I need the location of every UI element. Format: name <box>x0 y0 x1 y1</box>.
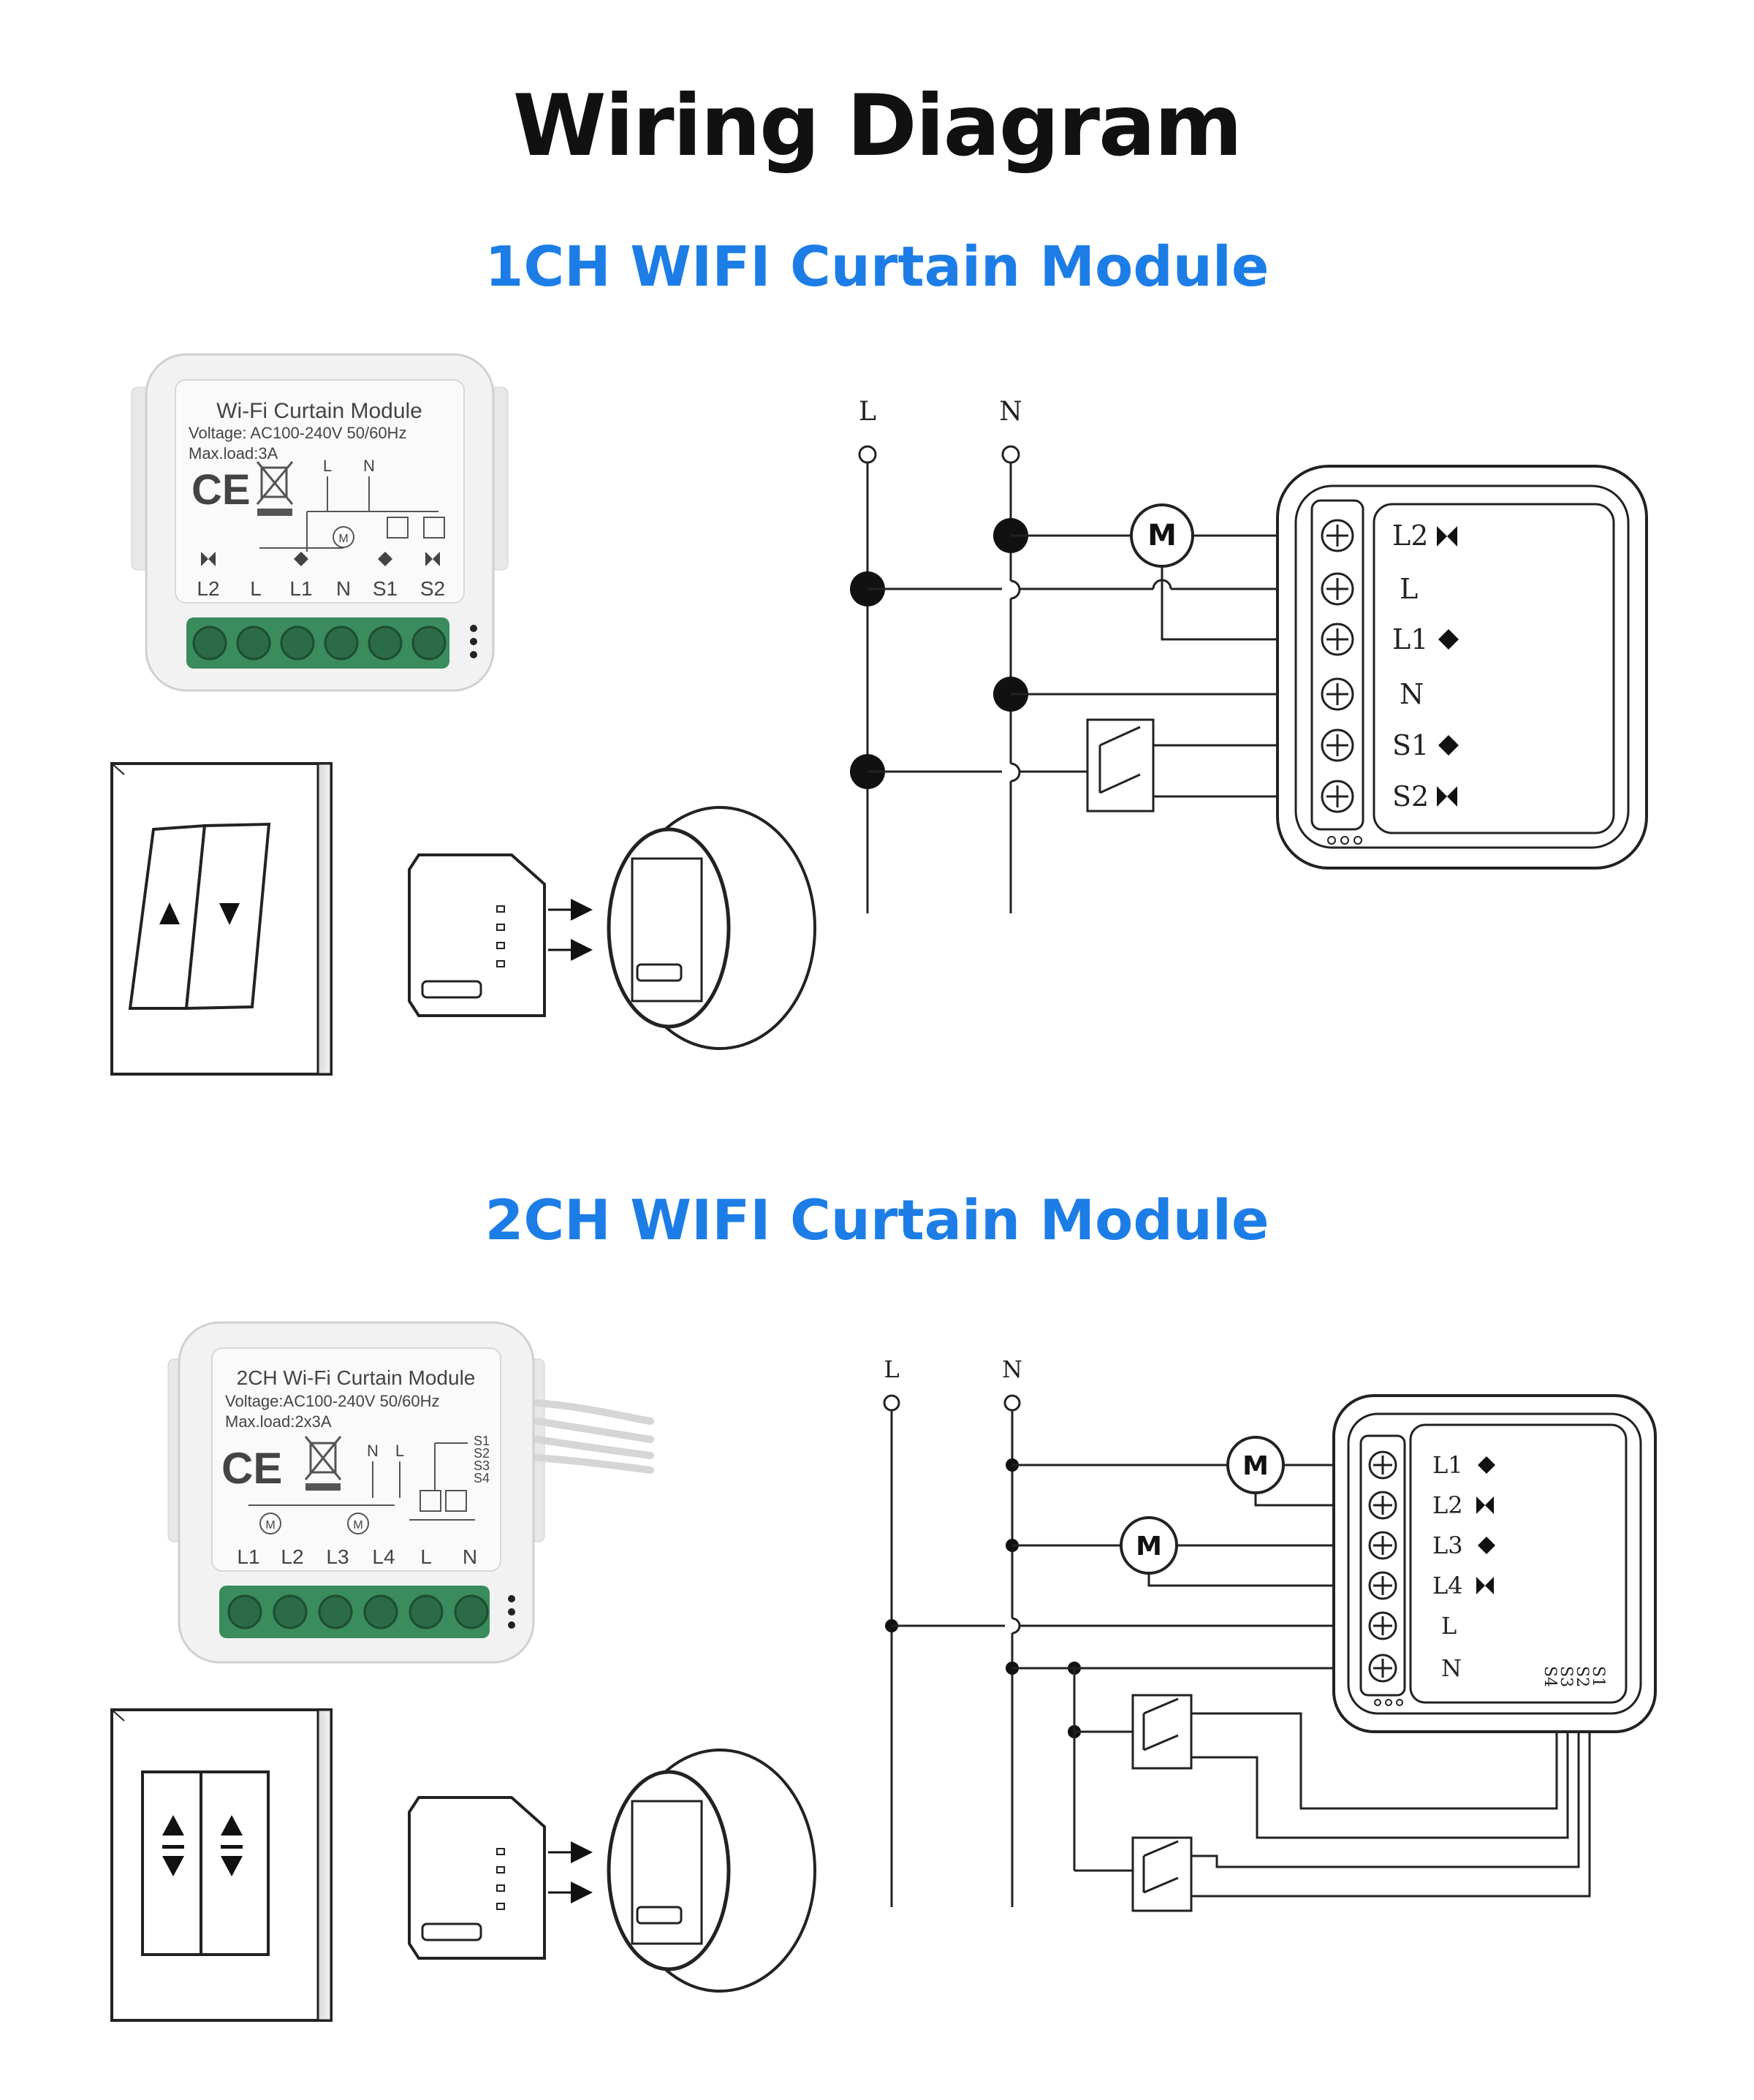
schematic2-line-label-n: N <box>1002 1355 1022 1383</box>
schematic2-terminal-l3: L3 <box>1432 1532 1463 1559</box>
up-down-arrow-icon <box>162 1815 243 1876</box>
module2-maxload: Max.load:2x3A <box>225 1412 332 1431</box>
wall-switch-2 <box>110 1708 333 2022</box>
module1-ce-mark: CE <box>191 466 251 514</box>
module1-terminal-direction-icons <box>201 552 440 566</box>
module2-terminal-label-l: L <box>420 1545 432 1568</box>
schematic-1: L N <box>850 397 1648 913</box>
module2-voltage: Voltage:AC100-240V 50/60Hz <box>225 1392 440 1410</box>
weee-bin-icon <box>304 1436 342 1491</box>
schematic1-line-label-n: N <box>999 397 1022 427</box>
module2-name: 2CH Wi-Fi Curtain Module <box>237 1366 476 1389</box>
module1-terminal-label-s1: S1 <box>373 577 398 600</box>
weee-bin-icon <box>256 461 294 516</box>
wall-switch-1 <box>110 762 333 1076</box>
schematic2-terminal-n: N <box>1441 1654 1462 1682</box>
down-arrow-icon <box>219 903 240 925</box>
module2-terminal-label-l2: L2 <box>281 1545 303 1568</box>
module1-terminal-screws <box>192 625 447 661</box>
schematic2-terminal-l: L <box>1441 1612 1457 1640</box>
section1-heading: 1CH WIFI Curtain Module <box>485 234 1269 299</box>
module2-side-label-s3: S3 <box>474 1458 490 1473</box>
module1-terminal-label-l: L <box>250 577 262 600</box>
schematic2-side-label-s1: S1 <box>1589 1666 1607 1687</box>
schematic-2: L N <box>883 1355 1657 1912</box>
module2-ce-mark: CE <box>221 1444 282 1493</box>
schematic1-terminal-n: N <box>1400 678 1424 710</box>
schematic2-side-label-s4: S4 <box>1541 1666 1559 1687</box>
schematic1-line-label-l: L <box>859 397 876 427</box>
schematic1-terminal-s1: S1 <box>1392 729 1429 761</box>
installation-illustration-2 <box>408 1749 816 1993</box>
module2-motor1-label: M <box>265 1519 275 1532</box>
module2-motor2-label: M <box>353 1519 362 1532</box>
up-arrow-icon <box>159 902 180 924</box>
module2-terminal-label-n: N <box>463 1545 477 1568</box>
schematic1-terminal-s2: S2 <box>1392 780 1429 813</box>
page-title: Wiring Diagram <box>512 77 1242 175</box>
schematic2-side-label-s2: S2 <box>1573 1666 1591 1687</box>
module1-top-label-l: L <box>323 457 332 475</box>
module1-terminal-label-l2: L2 <box>197 577 219 600</box>
module1-terminal-label-s2: S2 <box>420 577 445 600</box>
schematic2-terminal-l1: L1 <box>1432 1451 1463 1479</box>
module2-photo: 2CH Wi-Fi Curtain Module Voltage:AC100-2… <box>167 1321 654 1664</box>
schematic2-terminal-l4: L4 <box>1432 1572 1463 1599</box>
module2-terminal-label-l4: L4 <box>372 1545 395 1568</box>
module1-top-label-n: N <box>363 457 375 475</box>
module2-terminal-screws <box>227 1594 489 1629</box>
module1-maxload: Max.load:3A <box>189 444 278 463</box>
schematic1-terminal-l2: L2 <box>1392 520 1428 552</box>
installation-illustration-1 <box>408 806 816 1050</box>
schematic2-direction-icons <box>1476 1456 1495 1594</box>
module2-side-label-s1: S1 <box>474 1434 490 1448</box>
schematic2-line-label-l: L <box>884 1355 899 1383</box>
module2-side-label-s4: S4 <box>474 1471 490 1485</box>
section2-heading: 2CH WIFI Curtain Module <box>485 1187 1269 1252</box>
schematic1-direction-icons <box>1437 526 1459 807</box>
module1-photo: Wi-Fi Curtain Module Voltage: AC100-240V… <box>131 353 509 692</box>
module2-internal-schematic <box>248 1442 475 1534</box>
schematic1-motor: M <box>1147 519 1177 552</box>
module1-voltage: Voltage: AC100-240V 50/60Hz <box>189 424 406 442</box>
module2-side-label-s2: S2 <box>474 1446 490 1461</box>
schematic2-terminal-l2: L2 <box>1432 1491 1463 1519</box>
module1-terminal-label-l1: L1 <box>289 577 312 600</box>
module2-terminal-label-l3: L3 <box>326 1545 349 1568</box>
module2-terminal-label-l1: L1 <box>237 1545 259 1568</box>
module2-top-label-n: N <box>367 1442 379 1460</box>
schematic1-terminal-l1: L1 <box>1392 623 1428 655</box>
schematic2-side-label-s3: S3 <box>1557 1666 1575 1687</box>
schematic2-motor1: M <box>1242 1451 1269 1481</box>
module1-motor-label: M <box>338 533 348 545</box>
schematic2-motor2: M <box>1136 1532 1162 1561</box>
schematic1-terminal-l: L <box>1400 573 1418 605</box>
module1-internal-schematic <box>259 476 445 552</box>
module2-top-label-l: L <box>395 1442 404 1460</box>
module1-terminal-label-n: N <box>336 577 351 600</box>
module1-name: Wi-Fi Curtain Module <box>216 399 422 423</box>
